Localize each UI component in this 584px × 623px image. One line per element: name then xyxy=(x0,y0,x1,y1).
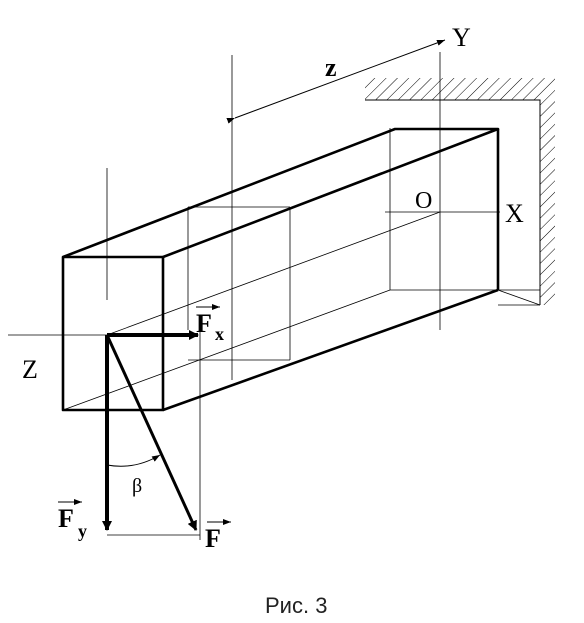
angle-beta-arc xyxy=(106,454,161,467)
force-fy-label: F y xyxy=(58,499,87,541)
svg-text:F: F xyxy=(205,524,221,553)
angle-beta-label: β xyxy=(132,475,142,497)
axis-z-label: Z xyxy=(22,355,38,384)
origin-label: O xyxy=(415,188,432,214)
svg-text:F: F xyxy=(196,309,212,338)
beam-outline xyxy=(61,127,500,412)
dimension-z-label: z xyxy=(325,53,337,82)
svg-text:F: F xyxy=(58,504,74,533)
force-fx-label: F x xyxy=(196,304,224,344)
force-f-arrow xyxy=(105,334,198,531)
dimension-z xyxy=(226,39,446,124)
axis-x-label: X xyxy=(505,199,524,228)
construction-lines xyxy=(8,52,541,540)
axis-y-label: Y xyxy=(452,23,471,52)
force-f-label: F xyxy=(205,519,231,553)
svg-text:y: y xyxy=(78,521,87,541)
svg-text:x: x xyxy=(215,324,224,344)
wall-support xyxy=(365,78,555,305)
figure-caption: Рис. 3 xyxy=(265,593,327,618)
